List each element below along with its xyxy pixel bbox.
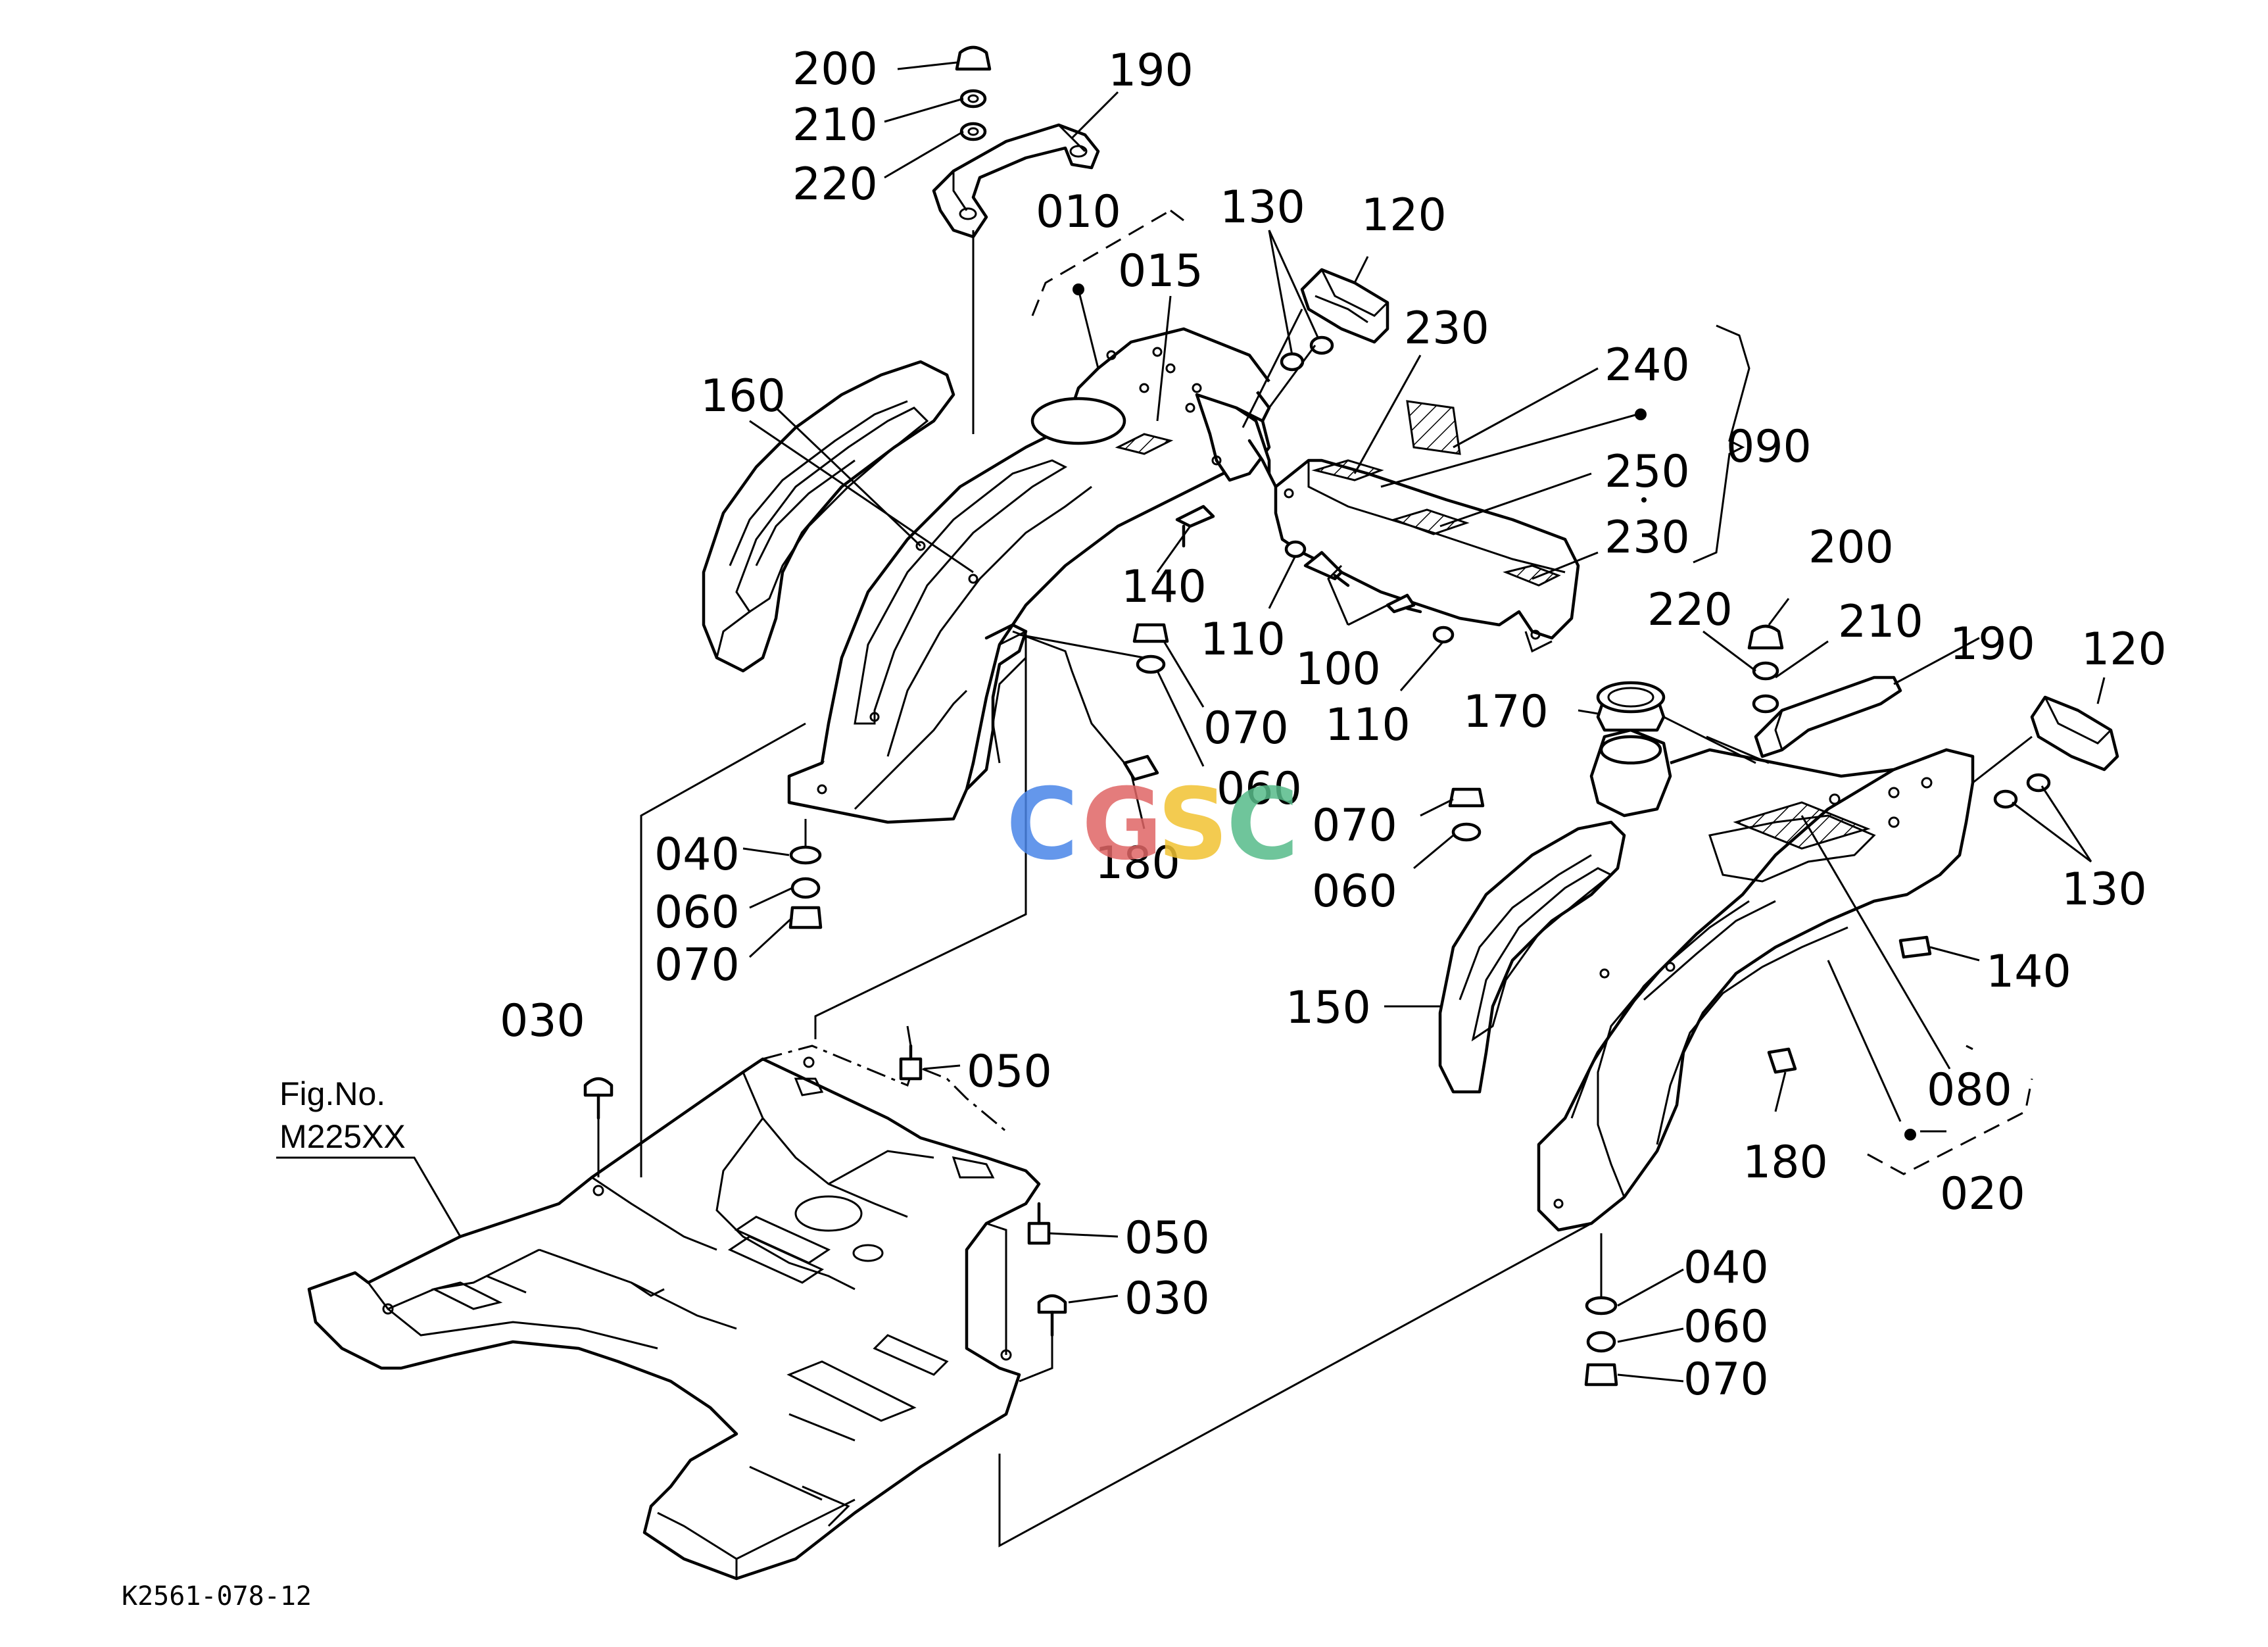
callout-010: 010 xyxy=(1036,186,1121,238)
callout-210-right: 210 xyxy=(1838,596,1923,648)
marker-dot-090 xyxy=(1635,408,1647,420)
callout-060-left: 060 xyxy=(654,887,740,939)
callout-130-right: 130 xyxy=(2062,864,2147,916)
callout-140-right: 140 xyxy=(1986,946,2071,998)
callout-110-right: 110 xyxy=(1325,699,1411,751)
callout-070-left: 070 xyxy=(654,939,740,991)
drawing-code: K2561-078-12 xyxy=(122,1581,312,1611)
floor-frame xyxy=(307,1045,1041,1581)
callout-020: 020 xyxy=(1940,1168,2025,1220)
callout-070-right: 070 xyxy=(1312,800,1397,852)
watermark-letter-4: C xyxy=(1226,768,1299,882)
callout-090: 090 xyxy=(1726,421,1812,473)
callout-120-right: 120 xyxy=(2081,624,2167,676)
callout-060-upper: 060 xyxy=(1217,763,1302,815)
callout-140-left: 140 xyxy=(1121,561,1207,613)
callout-220-left: 220 xyxy=(792,159,878,210)
watermark: C G S C xyxy=(1006,768,1299,882)
callout-060-right: 060 xyxy=(1312,866,1397,918)
left-fender-assembly xyxy=(702,327,1271,824)
callout-050-upper: 050 xyxy=(967,1046,1052,1098)
callout-240: 240 xyxy=(1604,339,1690,391)
callout-160: 160 xyxy=(700,370,786,422)
callout-170: 170 xyxy=(1463,686,1549,738)
callout-050-lower: 050 xyxy=(1124,1212,1210,1264)
callout-060-lower-right: 060 xyxy=(1683,1301,1769,1353)
callout-100: 100 xyxy=(1295,643,1381,695)
callout-015: 015 xyxy=(1118,245,1203,297)
callout-190-left: 190 xyxy=(1108,45,1194,97)
fig-ref-line1: Fig.No. xyxy=(279,1075,385,1112)
marker-dot-250 xyxy=(1641,497,1647,503)
marker-dot-020 xyxy=(1904,1129,1916,1141)
callout-070-lower-right: 070 xyxy=(1683,1354,1769,1406)
callout-110-left: 110 xyxy=(1200,614,1286,666)
watermark-letter-3: S xyxy=(1157,768,1228,882)
callout-030-upper: 030 xyxy=(500,995,585,1047)
callout-250: 250 xyxy=(1604,446,1690,498)
callout-130-left: 130 xyxy=(1220,182,1305,234)
leader-lines xyxy=(276,61,2106,1548)
callout-labels: 200 210 220 190 010 015 130 120 230 240 … xyxy=(122,43,2167,1611)
callout-040-left: 040 xyxy=(654,829,740,881)
watermark-letter-1: C xyxy=(1006,768,1078,882)
watermark-letter-2: G xyxy=(1082,768,1163,882)
left-cap-nut-stack xyxy=(955,45,992,141)
callout-190-right: 190 xyxy=(1950,618,2035,670)
callout-030-lower: 030 xyxy=(1124,1273,1210,1325)
callout-150: 150 xyxy=(1286,982,1371,1034)
callout-230-bottom: 230 xyxy=(1604,512,1690,564)
tool-box xyxy=(1247,400,1580,653)
fig-ref-line2: M225XX xyxy=(279,1118,406,1155)
callout-230-top: 230 xyxy=(1404,303,1489,355)
callout-080: 080 xyxy=(1927,1064,2012,1116)
callout-180-right: 180 xyxy=(1743,1137,1828,1189)
callout-120-left: 120 xyxy=(1361,189,1447,241)
callout-200-right: 200 xyxy=(1808,522,1894,574)
callout-040-right: 040 xyxy=(1683,1242,1769,1294)
callout-070-upper: 070 xyxy=(1203,702,1289,754)
callout-180-left: 180 xyxy=(1095,837,1180,889)
callout-220-right: 220 xyxy=(1647,584,1733,636)
marker-dot-010 xyxy=(1073,283,1084,295)
callout-200-left: 200 xyxy=(792,43,878,95)
right-fender-assembly xyxy=(1027,624,2119,1387)
callout-210-left: 210 xyxy=(792,99,878,151)
